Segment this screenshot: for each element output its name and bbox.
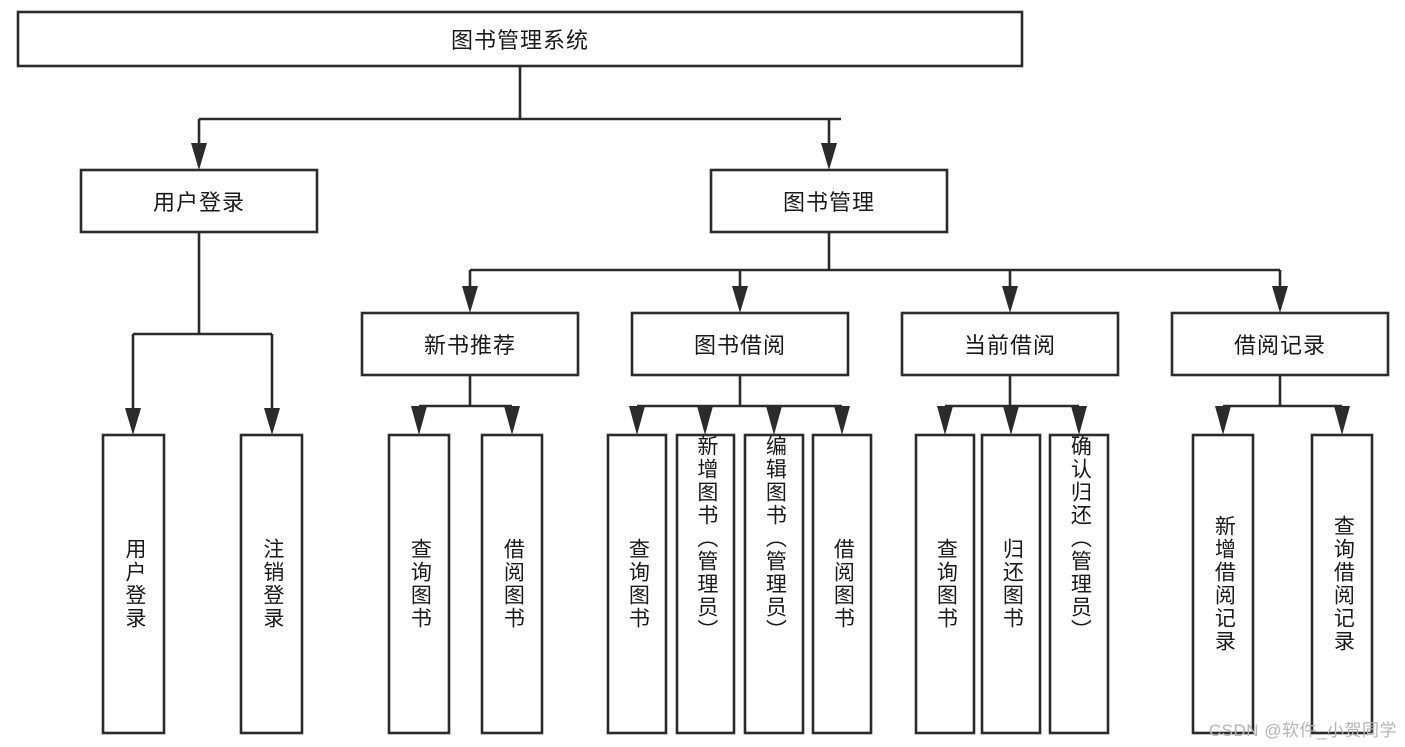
connector-bookmgmt-to-level3 [462,232,1288,313]
leaf-box-return-book[interactable] [980,433,1042,735]
leaf-box-logout[interactable] [239,433,304,735]
node-borrow-record[interactable] [1170,311,1390,377]
leaf-box-add-borrow-record[interactable] [1191,433,1255,735]
leaf-box-edit-book[interactable] [743,433,805,735]
leaf-box-add-book[interactable] [675,433,736,735]
leaf-box-query-borrow-record[interactable] [1310,433,1374,735]
node-current-borrow[interactable] [900,311,1120,377]
connector-newbook-to-leaves [411,375,520,435]
leaf-box-borrow-book-bb[interactable] [811,433,873,735]
connector-currentborrow-to-leaves [937,375,1087,435]
leaf-box-user-login[interactable] [101,433,166,735]
watermark-text: CSDN @软件_小贺同学 [1208,721,1397,740]
leaf-box-confirm-return[interactable] [1048,433,1110,735]
node-book-borrow[interactable] [630,311,850,377]
node-user-login[interactable] [79,168,319,234]
leaf-box-query-book-bb[interactable] [606,433,668,735]
leaf-box-borrow-book-nbr[interactable] [480,433,544,735]
connector-borrowrecord-to-leaves [1215,375,1350,435]
leaf-box-query-book-cb[interactable] [914,433,976,735]
node-new-book-recommend[interactable] [360,311,580,377]
node-book-management[interactable] [709,168,949,234]
connector-root-to-level2 [191,66,841,170]
connector-bookborrow-to-leaves [629,375,850,435]
connector-userlogin-to-leaves [125,232,280,435]
leaf-box-query-book-nbr[interactable] [387,433,451,735]
node-root[interactable] [16,10,1024,68]
